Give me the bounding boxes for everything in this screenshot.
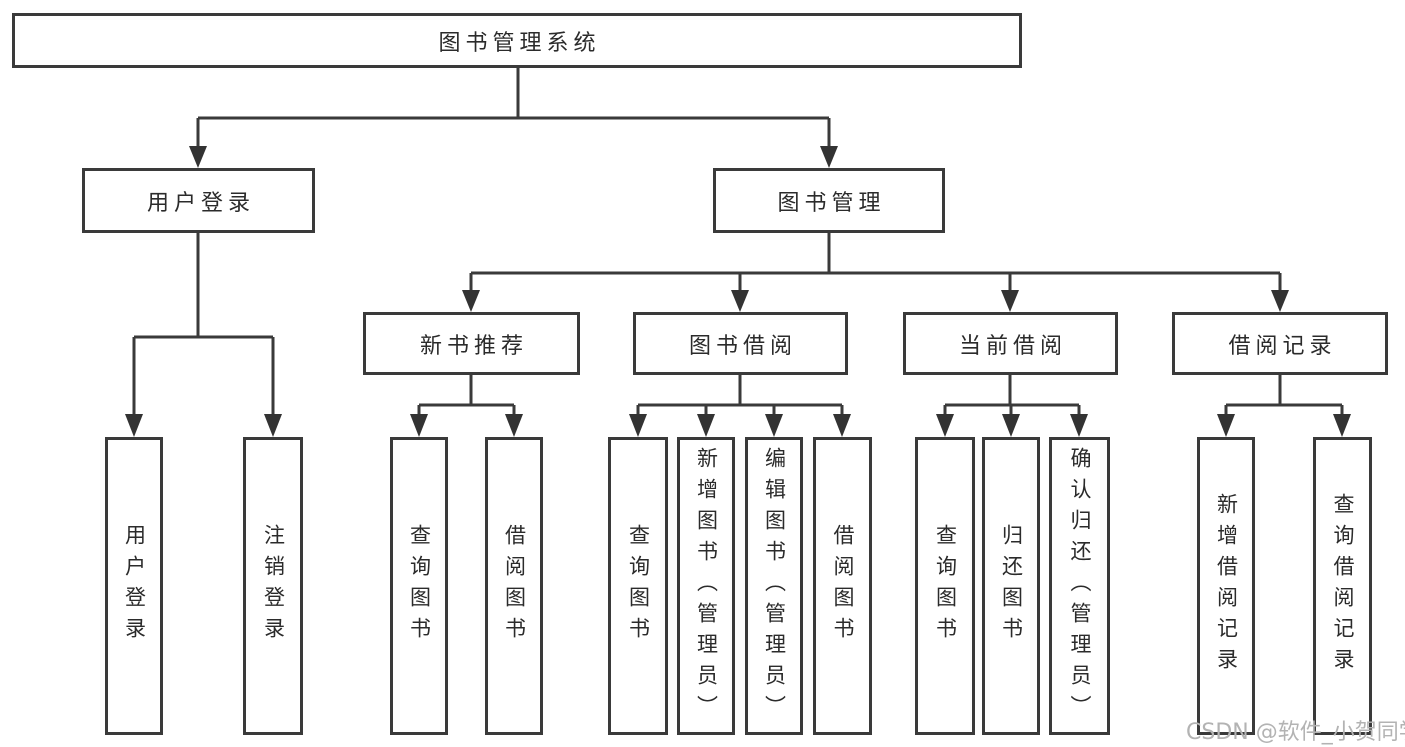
arrow-down-icon (731, 290, 749, 312)
node-label: 用户登录 (146, 190, 255, 216)
node-user-login-branch: 用户登录 (82, 168, 315, 233)
node-label: 查询借阅记录 (1331, 493, 1355, 679)
node-label: 图书管理系统 (438, 30, 601, 56)
node-label: 注销登录 (261, 524, 286, 648)
leaf-add-book-admin: 新增图书（管理员） (677, 437, 735, 735)
arrow-down-icon (1271, 290, 1289, 312)
arrow-down-icon (833, 414, 851, 437)
node-current-borrow: 当前借阅 (903, 312, 1118, 375)
leaf-user-login: 用户登录 (105, 437, 163, 735)
leaf-query-books: 查询图书 (915, 437, 975, 735)
node-label: 借阅图书 (502, 524, 527, 648)
connector-user-login-to-leaves (125, 233, 282, 437)
leaf-borrow-books: 借阅图书 (485, 437, 543, 735)
node-label: 查询图书 (626, 524, 651, 648)
connector-borrow-records-to-leaves (1217, 375, 1351, 437)
arrow-down-icon (1333, 414, 1351, 437)
connector-current-borrow-to-leaves (936, 375, 1088, 437)
connector-new-book-to-leaves (410, 375, 523, 437)
arrow-down-icon (410, 414, 428, 437)
node-new-book-recommend: 新书推荐 (363, 312, 580, 375)
node-label: 查询图书 (933, 524, 958, 648)
arrow-down-icon (505, 414, 523, 437)
node-label: 当前借阅 (958, 333, 1067, 359)
node-label: 图书借阅 (688, 333, 797, 359)
node-label: 借阅图书 (831, 524, 855, 648)
node-label: 借阅记录 (1228, 333, 1337, 359)
node-label: 新书推荐 (419, 333, 528, 359)
leaf-query-borrow-record: 查询借阅记录 (1313, 437, 1372, 735)
leaf-query-books: 查询图书 (390, 437, 448, 735)
leaf-borrow-books: 借阅图书 (813, 437, 872, 735)
leaf-return-book: 归还图书 (982, 437, 1040, 735)
arrow-down-icon (125, 414, 143, 437)
arrow-down-icon (1002, 414, 1020, 437)
arrow-down-icon (765, 414, 783, 437)
node-book-borrow: 图书借阅 (633, 312, 848, 375)
leaf-add-borrow-record: 新增借阅记录 (1197, 437, 1255, 735)
leaf-query-books: 查询图书 (608, 437, 668, 735)
node-label: 查询图书 (407, 524, 432, 648)
connector-root-to-level2 (189, 68, 838, 168)
node-label: 确认归还（管理员） (1068, 446, 1092, 726)
arrow-down-icon (462, 290, 480, 312)
node-label: 新增图书（管理员） (694, 446, 719, 726)
node-label: 新增借阅记录 (1214, 493, 1239, 679)
arrow-down-icon (936, 414, 954, 437)
node-book-management-branch: 图书管理 (713, 168, 945, 233)
node-library-management-system: 图书管理系统 (12, 13, 1022, 68)
arrow-down-icon (629, 414, 647, 437)
arrow-down-icon (264, 414, 282, 437)
arrow-down-icon (189, 146, 207, 168)
csdn-watermark: CSDN @软件_小贺同学 (1186, 720, 1405, 745)
node-label: 编辑图书（管理员） (762, 446, 787, 726)
arrow-down-icon (697, 414, 715, 437)
node-label: 归还图书 (999, 524, 1024, 648)
connector-book-borrow-to-leaves (629, 375, 851, 437)
leaf-edit-book-admin: 编辑图书（管理员） (745, 437, 803, 735)
node-label: 用户登录 (122, 524, 147, 648)
arrow-down-icon (1217, 414, 1235, 437)
node-borrow-records: 借阅记录 (1172, 312, 1388, 375)
arrow-down-icon (1070, 414, 1088, 437)
connector-book-management-to-level3 (462, 233, 1289, 312)
leaf-confirm-return-admin: 确认归还（管理员） (1049, 437, 1110, 735)
node-label: 图书管理 (777, 190, 886, 216)
leaf-logout: 注销登录 (243, 437, 303, 735)
arrow-down-icon (1001, 290, 1019, 312)
arrow-down-icon (820, 146, 838, 168)
